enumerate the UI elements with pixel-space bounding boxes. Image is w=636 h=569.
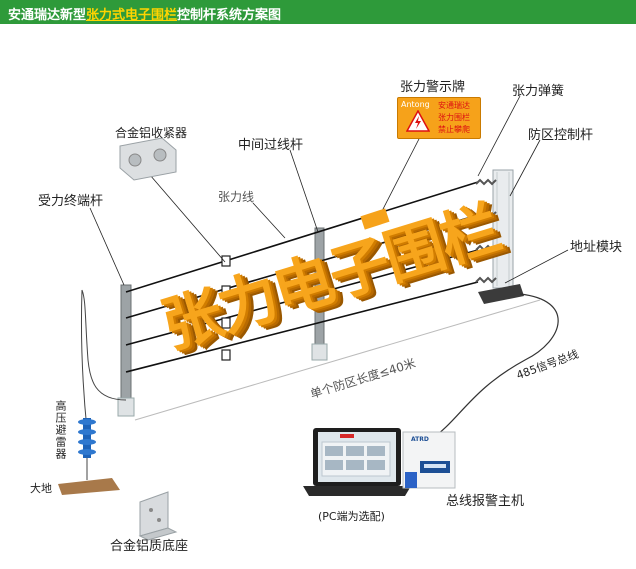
label-ground: 大地 bbox=[30, 482, 52, 495]
label-terminal-pole: 受力终端杆 bbox=[38, 194, 104, 209]
label-tension-sign: 张力警示牌 bbox=[400, 80, 466, 95]
label-alarm-host: 总线报警主机 bbox=[446, 494, 525, 509]
label-middle-pole: 中间过线杆 bbox=[238, 138, 304, 153]
tension-warning-sign: Antong 安通瑞达 张力围栏 禁止攀爬 bbox=[397, 97, 481, 139]
title-highlight: 张力式电子围栏 bbox=[86, 8, 178, 23]
label-tension-spring: 张力弹簧 bbox=[512, 84, 565, 99]
arrester-cable bbox=[80, 289, 127, 431]
middle-pole-base bbox=[311, 343, 328, 361]
terminal-pole bbox=[120, 284, 132, 401]
title-bar: 安通瑞达新型张力式电子围栏控制杆系统方案图 bbox=[0, 0, 636, 24]
alloy-retractor-image bbox=[119, 137, 177, 181]
sign-line-3: 禁止攀爬 bbox=[438, 125, 470, 134]
tension-wires bbox=[125, 181, 479, 373]
label-zone-control-pole: 防区控制杆 bbox=[528, 128, 594, 143]
label-alloy-retractor: 合金铝收紧器 bbox=[115, 126, 188, 140]
lightning-warning-icon bbox=[406, 110, 430, 132]
sign-brand: Antong bbox=[401, 100, 430, 109]
terminal-pole-base bbox=[117, 397, 135, 417]
wire-retractors bbox=[221, 255, 231, 361]
label-lightning-arrester: 高压避雷器 bbox=[54, 400, 67, 460]
address-module bbox=[478, 284, 524, 304]
ground-patch bbox=[58, 478, 120, 495]
label-tension-wire: 张力线 bbox=[218, 190, 255, 204]
title-prefix: 安通瑞达新型 bbox=[8, 8, 87, 23]
sign-line-1: 安通瑞达 bbox=[438, 101, 470, 110]
title-suffix: 控制杆系统方案图 bbox=[177, 8, 282, 23]
alarm-host-image bbox=[402, 431, 456, 489]
host-brand: ATRD bbox=[411, 436, 429, 443]
lightning-arrester bbox=[78, 418, 96, 480]
label-alloy-base: 合金铝质底座 bbox=[110, 539, 189, 554]
label-address-module: 地址模块 bbox=[570, 240, 623, 255]
callout-lines bbox=[89, 95, 569, 286]
label-pc-optional: (PC端为选配) bbox=[318, 510, 385, 523]
tension-springs bbox=[475, 178, 497, 284]
page-title: 安通瑞达新型张力式电子围栏控制杆系统方案图 bbox=[8, 4, 281, 23]
laptop-image bbox=[303, 428, 411, 496]
zone-dimension-line bbox=[134, 299, 541, 421]
alloy-base-image bbox=[138, 491, 178, 541]
sign-line-2: 张力围栏 bbox=[438, 113, 470, 122]
